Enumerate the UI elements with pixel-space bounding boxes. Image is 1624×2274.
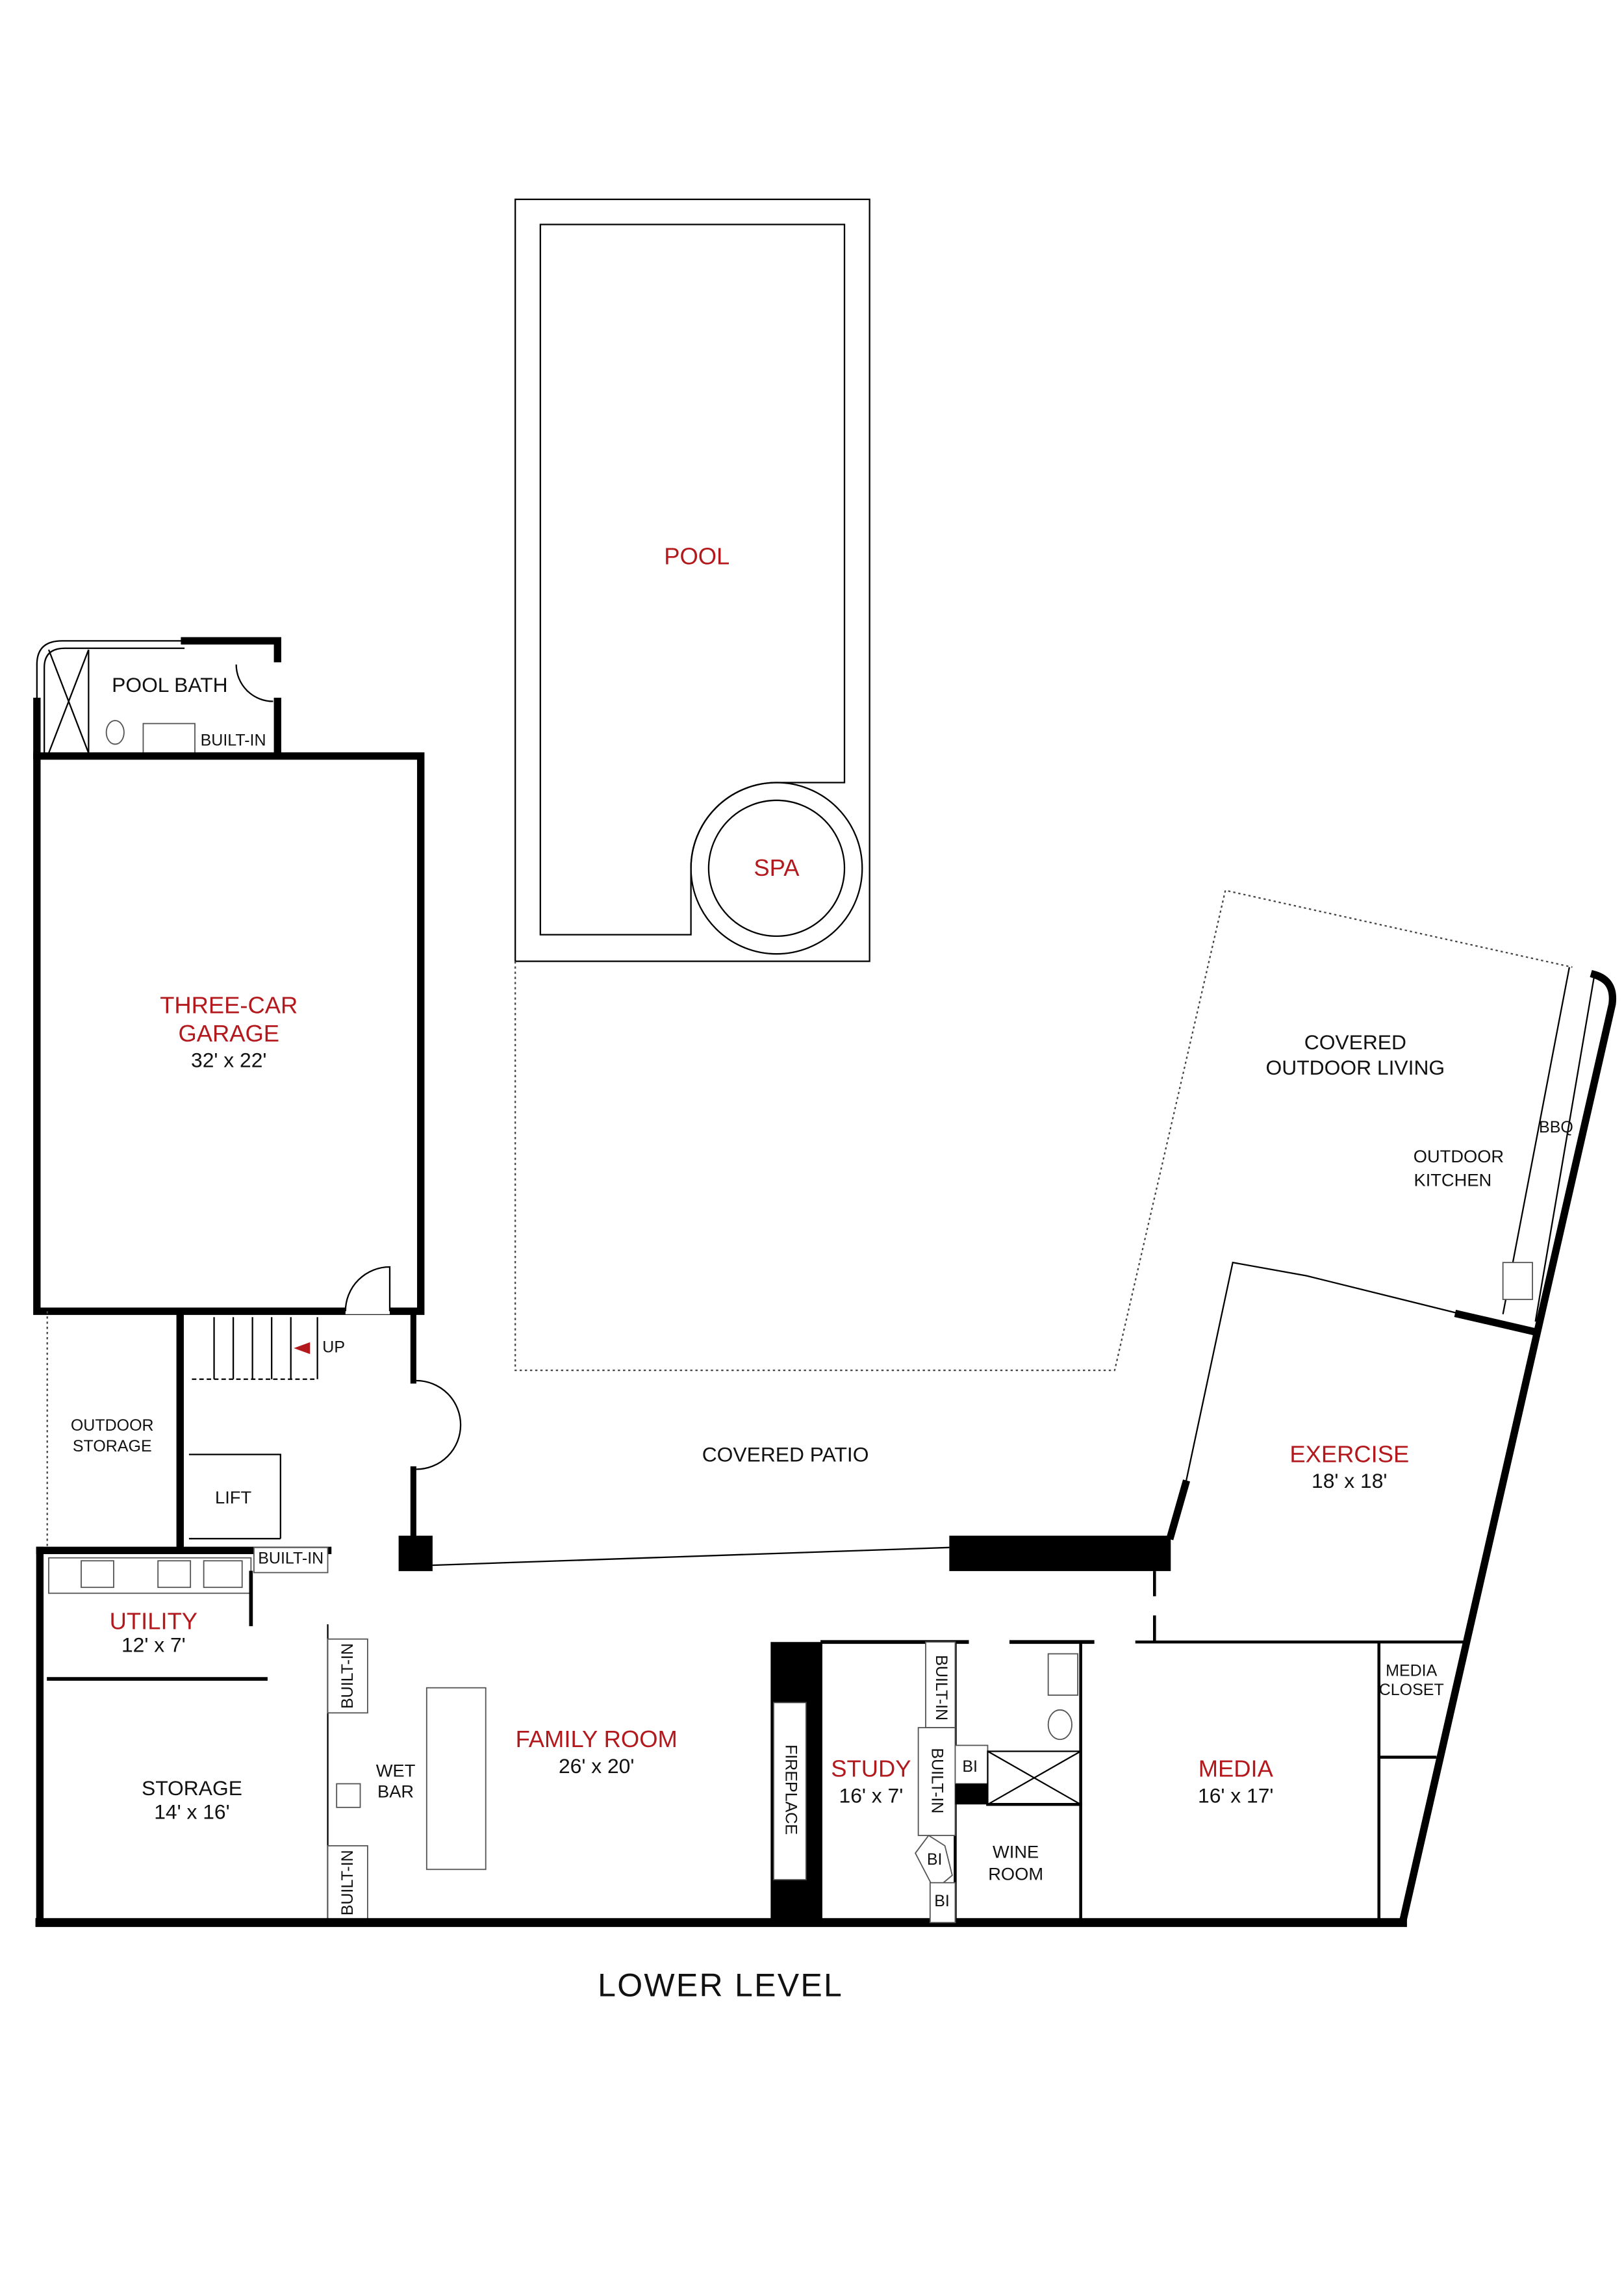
storage-label: STORAGE xyxy=(142,1776,242,1800)
up-arrow-icon xyxy=(294,1342,311,1355)
covered-outdoor-living-label-1: COVERED xyxy=(1304,1030,1406,1054)
study-label: STUDY xyxy=(831,1756,911,1782)
plan-title: LOWER LEVEL xyxy=(598,1967,843,2003)
lift-label: LIFT xyxy=(215,1487,251,1507)
spa-inner xyxy=(707,799,846,938)
garage-door-swing xyxy=(344,1266,391,1312)
family-room-label: FAMILY ROOM xyxy=(516,1726,678,1752)
bbq-label: BBQ xyxy=(1539,1118,1573,1136)
wet-bar-label-1: WET xyxy=(376,1760,416,1780)
garage-size: 32' x 22' xyxy=(191,1048,266,1071)
bar-sink-icon xyxy=(336,1783,361,1808)
utility-size: 12' x 7' xyxy=(121,1633,186,1656)
media-label: MEDIA xyxy=(1199,1756,1274,1782)
exercise-label: EXERCISE xyxy=(1289,1441,1409,1468)
garage-label-1: THREE-CAR xyxy=(160,992,298,1019)
pool-bath xyxy=(33,637,281,760)
spa-label: SPA xyxy=(754,854,800,881)
bath-toilet-icon xyxy=(1047,1709,1072,1741)
door-swing xyxy=(235,664,273,702)
sliding-glass-wall xyxy=(432,1546,950,1566)
patio-doors xyxy=(416,1379,462,1470)
utility-built-in-label: BUILT-IN xyxy=(258,1550,324,1568)
kitchen-island xyxy=(425,1687,487,1871)
bi-label-3: BI xyxy=(934,1892,950,1910)
washer-icon xyxy=(81,1560,114,1589)
wet-bar-built-in-top: BUILT-IN xyxy=(338,1643,357,1709)
utility-label: UTILITY xyxy=(110,1607,197,1634)
bi-label-2: BI xyxy=(927,1850,943,1869)
wet-bar-label-2: BAR xyxy=(377,1781,414,1801)
covered-area-outline xyxy=(514,889,1573,1372)
exercise-glass-wall xyxy=(1184,1261,1462,1485)
outdoor-kitchen-label-2: KITCHEN xyxy=(1414,1169,1492,1190)
wet-bar-built-in-bottom: BUILT-IN xyxy=(338,1850,357,1915)
stairs xyxy=(176,1307,318,1555)
media-size: 16' x 17' xyxy=(1198,1783,1273,1807)
pool-bath-label: POOL BATH xyxy=(112,673,227,696)
sink-icon xyxy=(142,722,196,754)
exercise-size: 18' x 18' xyxy=(1312,1469,1387,1492)
outdoor-sink-icon xyxy=(1502,1262,1533,1300)
study-size: 16' x 7' xyxy=(839,1783,904,1807)
storage-size: 14' x 16' xyxy=(154,1800,229,1823)
spa-outer xyxy=(690,782,863,955)
bath-sink-icon xyxy=(1047,1653,1079,1696)
wine-room-label-1: WINE xyxy=(993,1841,1039,1861)
pool-bath-built-in-label: BUILT-IN xyxy=(201,732,266,750)
outdoor-storage-label-2: STORAGE xyxy=(73,1437,152,1455)
garage-label-2: GARAGE xyxy=(178,1020,279,1047)
pool-label: POOL xyxy=(664,543,730,570)
dryer-icon xyxy=(157,1560,192,1589)
wine-room-label-2: ROOM xyxy=(988,1864,1043,1884)
toilet-icon xyxy=(105,720,125,745)
bi-label-1: BI xyxy=(962,1757,978,1776)
media-closet-label-1: MEDIA xyxy=(1386,1661,1438,1680)
utility-sink-icon xyxy=(203,1560,243,1589)
pool xyxy=(514,198,870,962)
family-room-size: 26' x 20' xyxy=(559,1754,634,1778)
study-built-in-mid: BUILT-IN xyxy=(928,1748,946,1813)
garage-walls xyxy=(33,752,425,1315)
covered-patio-label: COVERED PATIO xyxy=(702,1442,869,1466)
stairs-up-label: UP xyxy=(322,1338,345,1357)
covered-outdoor-living-label-2: OUTDOOR LIVING xyxy=(1266,1056,1445,1079)
fireplace-label: FIREPLACE xyxy=(781,1744,800,1835)
study-built-in-top: BUILT-IN xyxy=(932,1655,950,1720)
exterior-wall-right xyxy=(1398,969,1617,1927)
outdoor-storage-label-1: OUTDOOR xyxy=(71,1416,154,1435)
shower-icon xyxy=(987,1750,1082,1806)
media-closet-label-2: CLOSET xyxy=(1379,1681,1444,1699)
outdoor-kitchen-label-1: OUTDOOR xyxy=(1414,1146,1504,1166)
